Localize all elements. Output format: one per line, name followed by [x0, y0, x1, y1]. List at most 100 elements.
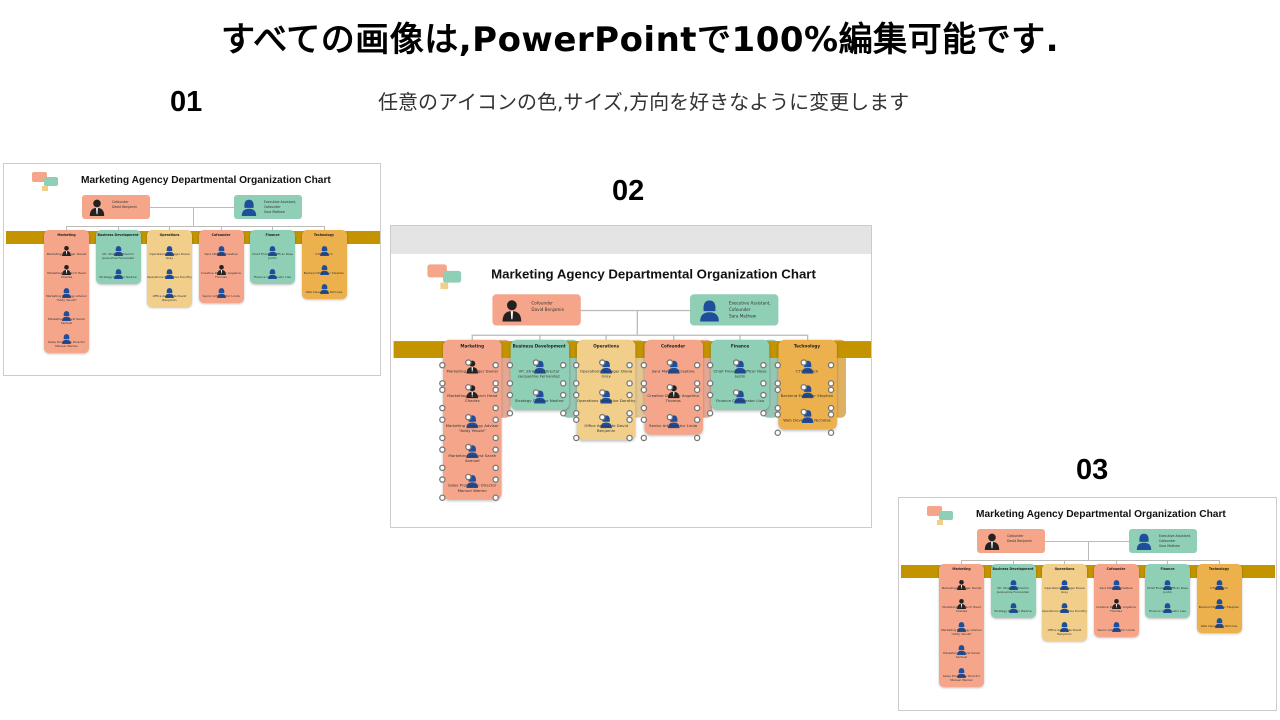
selection-handle[interactable]	[626, 361, 633, 369]
selection-handle[interactable]	[827, 380, 834, 387]
selection-handle[interactable]	[492, 386, 499, 394]
selection-handle[interactable]	[626, 416, 633, 423]
selection-handle[interactable]	[693, 416, 700, 423]
selection-handle[interactable]	[492, 446, 499, 453]
selection-handle[interactable]	[492, 380, 499, 387]
selection-handle[interactable]	[760, 391, 767, 399]
selection-handle[interactable]	[506, 361, 513, 369]
selection-handle[interactable]	[693, 434, 700, 442]
selection-handle[interactable]	[665, 384, 673, 391]
selection-handle[interactable]	[626, 434, 633, 442]
selection-handle[interactable]	[799, 384, 807, 391]
selection-handle[interactable]	[573, 361, 580, 369]
selection-handle[interactable]	[573, 410, 580, 417]
selection-handle[interactable]	[465, 473, 472, 481]
selection-handle[interactable]	[492, 476, 499, 483]
selection-handle[interactable]	[532, 389, 539, 396]
selection-handle[interactable]	[439, 386, 446, 394]
selection-handle[interactable]	[827, 404, 834, 412]
selection-handle[interactable]	[693, 361, 700, 369]
selection-handle[interactable]	[639, 404, 647, 412]
selection-handle[interactable]	[773, 411, 781, 418]
selection-handle[interactable]	[706, 410, 714, 417]
selection-handle[interactable]	[465, 359, 472, 366]
selection-handle[interactable]	[492, 494, 499, 501]
selection-handle[interactable]	[827, 386, 834, 394]
selection-handle[interactable]	[760, 380, 767, 387]
selection-handle[interactable]	[665, 359, 673, 366]
selection-handle[interactable]	[773, 429, 781, 436]
selection-handle[interactable]	[760, 410, 767, 417]
selection-handle[interactable]	[559, 410, 566, 417]
selection-handle[interactable]	[706, 361, 714, 369]
female-person-icon	[1008, 575, 1019, 590]
department-name: Finance	[730, 343, 750, 349]
member-name: Chief Financial Officer Rose Justin	[1147, 586, 1188, 594]
selection-handle[interactable]	[639, 416, 647, 423]
selection-handle[interactable]	[492, 361, 499, 369]
selection-handle[interactable]	[465, 413, 472, 421]
selection-handle[interactable]	[573, 380, 580, 387]
selection-handle[interactable]	[573, 416, 580, 423]
selection-handle[interactable]	[639, 361, 647, 369]
selection-handle[interactable]	[492, 464, 499, 472]
selection-handle[interactable]	[439, 464, 446, 472]
selection-handle[interactable]	[506, 380, 513, 387]
selection-handle[interactable]	[573, 434, 580, 442]
selection-handle[interactable]	[599, 359, 606, 366]
selection-handle[interactable]	[626, 391, 633, 399]
selection-handle[interactable]	[492, 434, 499, 442]
selection-handle[interactable]	[732, 359, 740, 366]
selection-handle[interactable]	[559, 391, 566, 399]
selection-handle[interactable]	[506, 410, 513, 417]
selection-handle[interactable]	[760, 361, 767, 369]
selection-handle[interactable]	[706, 380, 714, 387]
selection-handle[interactable]	[773, 404, 781, 412]
selection-handle[interactable]	[827, 429, 834, 436]
connector-line	[806, 334, 808, 342]
selection-handle[interactable]	[465, 384, 472, 391]
department-name: Finance	[1160, 567, 1175, 571]
selection-handle[interactable]	[693, 386, 700, 394]
member-name: Office Associate David Benjamin	[152, 294, 187, 302]
selection-handle[interactable]	[532, 359, 539, 366]
selection-handle[interactable]	[439, 494, 446, 501]
selection-handle[interactable]	[639, 380, 647, 387]
selection-handle[interactable]	[439, 446, 446, 453]
female-person-icon	[1214, 575, 1225, 590]
selection-handle[interactable]	[773, 386, 781, 394]
selection-handle[interactable]	[626, 380, 633, 387]
selection-handle[interactable]	[626, 410, 633, 417]
male-person-icon	[956, 575, 967, 590]
selection-handle[interactable]	[693, 404, 700, 412]
selection-handle[interactable]	[639, 386, 647, 394]
selection-handle[interactable]	[827, 411, 834, 418]
selection-handle[interactable]	[773, 380, 781, 387]
selection-handle[interactable]	[506, 391, 513, 399]
selection-handle[interactable]	[799, 359, 807, 366]
selection-handle[interactable]	[799, 408, 807, 416]
selection-handle[interactable]	[465, 443, 472, 451]
selection-handle[interactable]	[439, 361, 446, 369]
selection-handle[interactable]	[559, 380, 566, 387]
selection-handle[interactable]	[559, 361, 566, 369]
selection-handle[interactable]	[599, 413, 606, 421]
selection-handle[interactable]	[693, 380, 700, 387]
selection-handle[interactable]	[439, 380, 446, 387]
member-card: Finance Coordinator Lisa	[1145, 598, 1190, 613]
selection-handle[interactable]	[732, 389, 740, 396]
selection-handle[interactable]	[439, 476, 446, 483]
selection-handle[interactable]	[773, 361, 781, 369]
selection-handle[interactable]	[827, 361, 834, 369]
selection-handle[interactable]	[492, 404, 499, 412]
selection-handle[interactable]	[706, 391, 714, 399]
selection-handle[interactable]	[573, 391, 580, 399]
selection-handle[interactable]	[665, 413, 673, 421]
selection-handle[interactable]	[439, 404, 446, 412]
selection-handle[interactable]	[492, 416, 499, 423]
selection-handle[interactable]	[439, 434, 446, 442]
member-card: Strategy Director Nadine	[506, 384, 569, 417]
selection-handle[interactable]	[439, 416, 446, 423]
selection-handle[interactable]	[599, 389, 606, 396]
selection-handle[interactable]	[639, 434, 647, 442]
